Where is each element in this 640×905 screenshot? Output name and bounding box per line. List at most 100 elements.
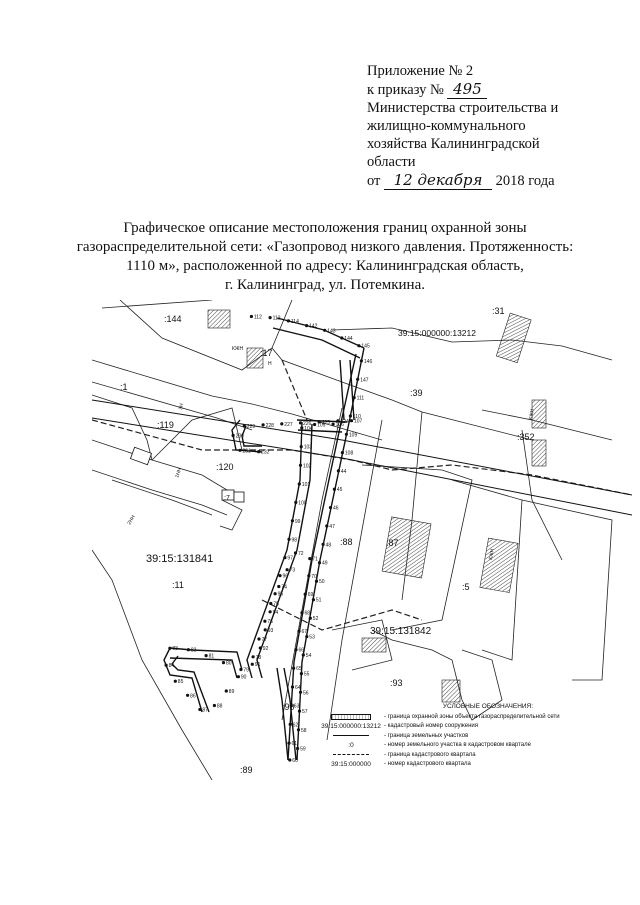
parcel-label: :144 (164, 314, 182, 324)
point-marker (340, 336, 344, 340)
point-marker (294, 648, 298, 652)
point-marker (321, 542, 325, 546)
building-mark: КЖН (232, 346, 244, 352)
point-label: 87 (202, 708, 208, 714)
point-label: 48 (326, 542, 332, 548)
point-marker (357, 344, 361, 348)
point-label: 110 (353, 414, 361, 420)
point-marker (300, 426, 304, 430)
ministry-line-3: хозяйства Калининградской (367, 136, 540, 152)
point-label: 59 (300, 747, 306, 753)
point-label: 147 (360, 377, 369, 383)
point-label: 52 (313, 616, 319, 622)
parcel-label: :11 (172, 580, 184, 590)
point-marker (301, 653, 305, 657)
point-marker (269, 601, 273, 606)
point-label: 108 (345, 451, 354, 457)
point-marker (164, 663, 168, 667)
point-marker (314, 579, 319, 583)
point-label: 57 (302, 709, 308, 715)
point-marker (204, 654, 208, 658)
point-label: 101 (302, 482, 311, 488)
point-marker (238, 448, 242, 452)
point-marker (303, 592, 307, 596)
parcel-label: :120 (216, 462, 234, 472)
parcel-label: :7 (224, 495, 230, 502)
point-marker (249, 314, 253, 319)
point-marker (224, 689, 228, 693)
legend-symbol-text: 39:15:000000:13212 (321, 722, 381, 730)
point-label: 111 (357, 396, 365, 402)
point-marker (308, 616, 312, 620)
point-label: 97 (287, 556, 293, 562)
point-label: 104 (304, 426, 313, 432)
parcel-label: :90 (282, 702, 295, 712)
point-label: 60 (292, 758, 298, 764)
parcel-label: :5 (462, 582, 470, 592)
parcel-label: :39 (410, 388, 423, 398)
point-label: 109 (349, 432, 358, 438)
point-label: 64 (295, 685, 301, 691)
date-prefix: от (367, 173, 381, 189)
point-label: 114 (291, 319, 299, 325)
protection-zone-symbol (331, 713, 371, 720)
legend-row: :0 - номер земельного участка в кадастро… (318, 741, 618, 751)
point-marker (283, 556, 287, 560)
point-marker (277, 584, 281, 589)
date-handwritten: 12 декабря (384, 171, 493, 190)
legend-text: - номер земельного участка в кадастровом… (384, 742, 531, 749)
building-mark: 1НН (174, 467, 183, 479)
building-mark: КЖН (488, 548, 496, 560)
legend-row: - граница земельных участков (318, 731, 618, 741)
date-suffix: 2018 года (495, 173, 555, 189)
legend-row: - граница кадастрового квартала (318, 750, 618, 760)
point-marker (332, 487, 336, 491)
building-mark: КЖН (528, 408, 536, 420)
parcel-label: :1 (120, 382, 128, 392)
point-marker (323, 328, 327, 332)
point-label: 89 (229, 689, 235, 695)
point-marker (336, 469, 340, 473)
point-label: 70 (311, 574, 317, 580)
parcel-label: :352 (517, 432, 535, 442)
point-label: 75 (273, 602, 279, 608)
point-marker (289, 704, 293, 708)
point-label: 229 (247, 424, 256, 430)
point-marker (307, 574, 311, 578)
document-title: Графическое описание местоположения гран… (60, 219, 590, 295)
point-label: 96 (283, 574, 289, 580)
cadastral-map: 39:15:000000:13212 39:15:131841 39:15:13… (92, 300, 632, 780)
point-label: 78 (256, 655, 262, 661)
order-prefix: к приказу № (367, 82, 444, 98)
point-label: 231 (243, 448, 252, 454)
point-label: 58 (301, 728, 307, 734)
parcel-label: :87 (386, 538, 399, 548)
legend-text: - номер кадастрового квартала (384, 761, 471, 768)
point-label: 45 (337, 487, 343, 493)
point-label: 55 (304, 672, 310, 678)
legend-text: - граница охранной зоны объекта газорасп… (384, 713, 560, 720)
point-marker (325, 524, 329, 528)
point-label: 100 (298, 500, 307, 506)
approval-block: Приложение № 2 к приказу № 495 Министерс… (367, 62, 597, 190)
point-marker (352, 396, 356, 400)
appendix-label: Приложение № 2 (367, 63, 474, 79)
point-marker (292, 666, 296, 670)
point-marker (286, 319, 290, 323)
point-label: 143 (327, 328, 336, 334)
point-label: 71 (312, 557, 318, 563)
point-marker (340, 451, 344, 455)
point-marker (344, 432, 348, 436)
point-label: 69 (308, 592, 314, 598)
point-marker (299, 445, 303, 449)
point-marker (250, 662, 254, 666)
point-marker (280, 422, 284, 426)
building-mark: 2НН (127, 514, 137, 526)
point-label: 88 (217, 704, 223, 710)
point-marker (317, 420, 321, 424)
point-marker (168, 646, 172, 650)
point-label: 63 (294, 704, 300, 710)
point-label: 77 (262, 637, 268, 643)
point-marker (257, 450, 261, 454)
map-svg: 39:15:000000:13212 39:15:131841 39:15:13… (92, 300, 632, 780)
